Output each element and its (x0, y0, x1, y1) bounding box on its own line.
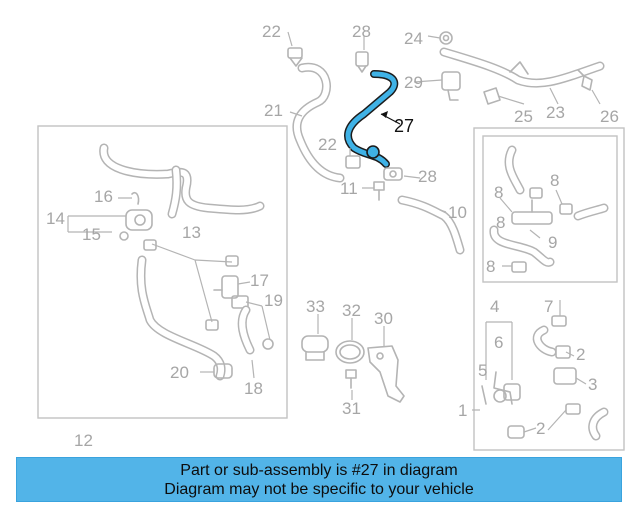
pipe-assembly-left (99, 143, 265, 219)
callout-24: 24 (404, 29, 423, 48)
callout-16: 16 (94, 187, 113, 206)
connector-29 (441, 71, 461, 101)
callout-8-d: 8 (486, 257, 495, 276)
callout-27: 27 (394, 116, 414, 136)
callout-33: 33 (306, 297, 325, 316)
clip-25 (483, 87, 501, 105)
callout-3: 3 (588, 375, 597, 394)
callout-13: 13 (182, 223, 201, 242)
leader-18 (251, 359, 255, 379)
callout-21: 21 (264, 101, 283, 120)
info-banner: Part or sub-assembly is #27 in diagram D… (16, 457, 622, 502)
callout-12: 12 (74, 431, 93, 450)
callout-25: 25 (514, 107, 533, 126)
right-assembly-frame (473, 127, 625, 451)
callout-20: 20 (170, 363, 189, 382)
callout-1: 1 (458, 401, 467, 420)
callout-31: 31 (342, 399, 361, 418)
left-assembly-frame (37, 125, 288, 419)
housing-30 (367, 345, 405, 403)
right-inner-frame (482, 135, 618, 283)
callout-6: 6 (494, 333, 503, 352)
leaders-right-lower (472, 300, 587, 433)
cap-20 (213, 363, 233, 379)
seal-32 (335, 340, 365, 364)
callout-11: 11 (340, 179, 358, 198)
callout-15: 15 (82, 225, 101, 244)
thermostat-33 (301, 335, 329, 361)
callout-8-a: 8 (494, 183, 503, 202)
banner-line-part: Part or sub-assembly is #27 in diagram (180, 462, 458, 479)
callout-8-b: 8 (550, 171, 559, 190)
clamp-pair-19 (231, 295, 274, 355)
hose-right-lower (532, 325, 609, 441)
leader-17 (237, 281, 251, 285)
callout-29: 29 (404, 73, 423, 92)
oring-15 (119, 231, 129, 241)
hose-21 (292, 62, 345, 183)
bolt-11 (373, 181, 385, 201)
leaders-lower-center (317, 314, 385, 400)
callout-7: 7 (544, 297, 553, 316)
bleeder-26 (577, 69, 593, 91)
connector-3 (553, 367, 577, 385)
banner-line-disclaimer: Diagram may not be specific to your vehi… (164, 481, 474, 498)
callout-9: 9 (548, 233, 557, 252)
callout-32: 32 (342, 301, 361, 320)
sensor-28-mid (383, 167, 403, 181)
callout-17: 17 (250, 271, 269, 290)
callout-4: 4 (490, 297, 499, 316)
callout-30: 30 (374, 309, 393, 328)
leader-19 (245, 301, 271, 341)
leader-14 (67, 197, 132, 233)
callout-2-b: 2 (536, 419, 545, 438)
bolt-31 (345, 369, 357, 389)
leader-13 (151, 243, 233, 323)
callout-10: 10 (448, 203, 467, 222)
callout-19: 19 (264, 291, 283, 310)
hose-lower-left (136, 255, 226, 381)
assembly-4-5-6 (481, 321, 521, 405)
callout-28-mid: 28 (418, 167, 437, 186)
callout-22-mid: 22 (318, 135, 337, 154)
callout-2-a: 2 (576, 345, 585, 364)
hose-27-highlighted (344, 70, 399, 168)
clamp-13-b (225, 255, 239, 267)
callout-18: 18 (244, 379, 263, 398)
callout-14: 14 (46, 209, 65, 228)
clamps-8 (511, 187, 573, 273)
pipe-23 (439, 47, 605, 88)
clamp-28-top (355, 51, 369, 73)
callout-8-c: 8 (496, 213, 505, 232)
leaders-right-inner (499, 189, 563, 267)
fitting-14-assembly (125, 209, 153, 231)
arrow-27 (381, 111, 388, 118)
callout-5: 5 (478, 361, 487, 380)
fittings-2 (507, 315, 581, 439)
hose-10 (397, 195, 465, 255)
clamp-22-mid (345, 155, 361, 169)
leaders-center (287, 31, 601, 213)
parts-diagram: 22 28 24 29 21 25 23 26 27 22 28 11 10 1… (37, 22, 625, 451)
callout-22-top: 22 (262, 22, 281, 41)
fitting-24 (439, 31, 453, 45)
callout-26: 26 (600, 107, 619, 126)
tee-9 (511, 199, 553, 225)
clip-16 (131, 191, 140, 205)
clamp-22-top (287, 47, 303, 67)
connector-17 (213, 275, 239, 299)
callout-28-top: 28 (352, 22, 371, 41)
hose-right-upper (489, 145, 609, 267)
callout-23: 23 (546, 103, 565, 122)
